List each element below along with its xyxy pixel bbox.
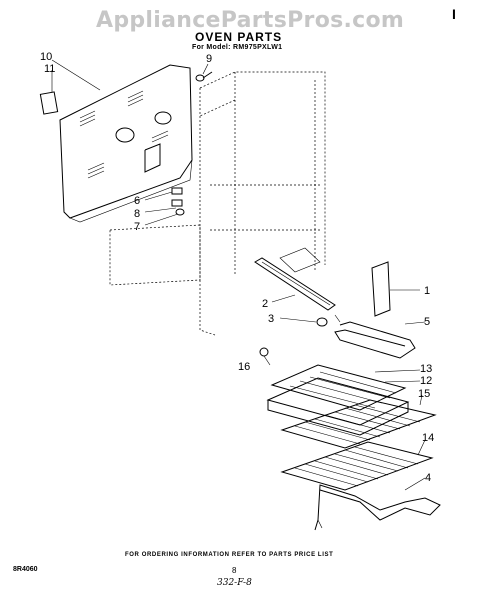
callout-11: 11 xyxy=(44,63,55,75)
oven-cavity-frame xyxy=(109,71,326,336)
callout-1: 1 xyxy=(424,285,430,297)
oven-rack-lower xyxy=(280,441,434,491)
callout-8: 8 xyxy=(134,208,140,220)
bracket-part xyxy=(39,91,59,115)
terminal-parts xyxy=(171,187,185,216)
leader-lines xyxy=(51,59,426,491)
document-number: 8R4060 xyxy=(13,566,38,573)
side-trim-part xyxy=(371,261,391,317)
ordering-info: FOR ORDERING INFORMATION REFER TO PARTS … xyxy=(125,552,334,558)
callout-5: 5 xyxy=(424,316,430,328)
callout-12: 12 xyxy=(420,375,432,387)
oven-rack-upper xyxy=(280,399,437,449)
back-panel xyxy=(59,64,193,223)
page-title: OVEN PARTS xyxy=(195,30,283,44)
screw-part xyxy=(195,71,213,82)
bake-element xyxy=(334,314,416,359)
callout-13: 13 xyxy=(420,363,432,375)
callout-14: 14 xyxy=(422,432,434,444)
callout-labels: 10 11 9 6 8 7 1 2 3 5 16 13 12 15 14 4 xyxy=(40,51,434,484)
plug-part xyxy=(259,347,269,357)
callout-6: 6 xyxy=(134,195,140,207)
callout-3: 3 xyxy=(268,313,274,325)
page-number: 8 xyxy=(232,566,237,575)
model-subtitle: For Model: RM975PXLW1 xyxy=(192,44,283,51)
clip-part xyxy=(316,317,328,327)
watermark: AppliancePartsPros.com xyxy=(96,8,405,33)
broiler-pan xyxy=(266,364,410,436)
callout-2: 2 xyxy=(262,298,268,310)
broil-element xyxy=(314,484,441,531)
rack-support-rail xyxy=(254,247,336,311)
callout-16: 16 xyxy=(238,361,250,373)
handwritten-note: 332-F-8 xyxy=(217,578,252,588)
callout-7: 7 xyxy=(134,221,140,233)
callout-9: 9 xyxy=(206,53,212,65)
page-mark: I xyxy=(452,6,456,22)
callout-15: 15 xyxy=(418,388,430,400)
callout-10: 10 xyxy=(40,51,52,63)
callout-4: 4 xyxy=(425,472,431,484)
